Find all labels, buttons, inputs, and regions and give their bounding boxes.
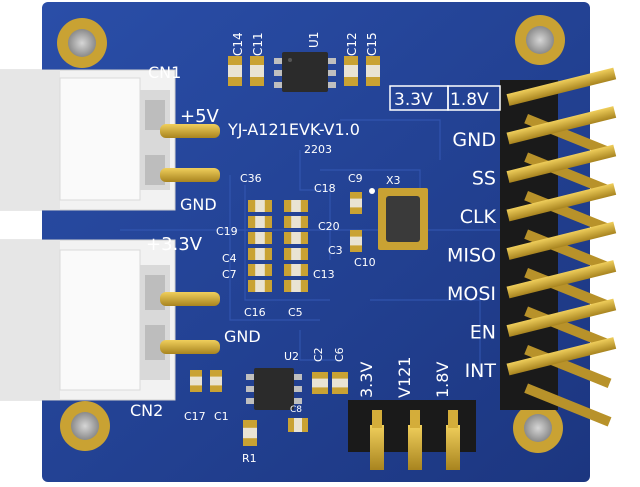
ref-c17: C17 (184, 410, 206, 423)
voltage-box-1v8: 1.8V (450, 90, 489, 110)
cn1-pin1: +5V (180, 106, 220, 127)
ref-c9: C9 (348, 172, 363, 185)
ref-c36: C36 (240, 172, 262, 185)
smd-capacitor (288, 418, 308, 432)
smd-capacitor (344, 56, 358, 86)
pcb-board (42, 2, 590, 482)
voltage-box-3v3: 3.3V (394, 90, 433, 110)
voltage-select-boxes: 3.3V 1.8V (389, 85, 501, 111)
header-pin-label: MOSI (447, 283, 496, 305)
header-pin-lower (524, 383, 612, 427)
copper-traces (120, 119, 520, 380)
silkscreen: YJ-A121EVK-V1.0 2203 CN1 +5V GND +3.3V G… (130, 32, 501, 465)
header-pin (506, 144, 617, 183)
header-pin-label: EN (470, 322, 496, 344)
smd-capacitor (248, 280, 272, 292)
smd-capacitor (248, 248, 272, 260)
header-pin-label: GND (452, 129, 496, 151)
ic-u2 (246, 368, 302, 410)
smd-capacitor (284, 248, 308, 260)
connector-cn2 (0, 239, 220, 401)
ref-c19: C19 (216, 225, 238, 238)
ref-c13: C13 (313, 268, 335, 281)
smd-capacitor (350, 230, 362, 252)
ref-c18: C18 (314, 182, 336, 195)
ref-c7: C7 (222, 268, 237, 281)
smd-capacitor (228, 56, 242, 86)
header-pin (506, 221, 617, 260)
smd-capacitor (350, 192, 362, 214)
ref-c8: C8 (290, 405, 302, 415)
header-pin-labels: GND SS CLK MISO MOSI EN INT (447, 129, 497, 382)
smd-capacitor (243, 420, 257, 446)
ref-c20: C20 (318, 220, 340, 233)
ref-c3: C3 (328, 244, 343, 257)
cn1-ref: CN1 (148, 63, 181, 82)
mounting-hole-tr (515, 15, 565, 65)
smd-capacitor (190, 370, 202, 392)
crystal-x3 (369, 188, 428, 250)
jumper-label-3v3: 3.3V (357, 362, 376, 398)
smd-capacitor (248, 264, 272, 276)
jumper-label-v121: V121 (395, 357, 414, 398)
ref-c5: C5 (288, 306, 303, 319)
header-pin-label: MISO (447, 245, 496, 267)
smd-capacitor (284, 264, 308, 276)
ref-c12: C12 (345, 32, 359, 56)
mounting-hole-bl (60, 401, 110, 451)
board-name: YJ-A121EVK-V1.0 (227, 120, 360, 139)
smd-capacitor (284, 200, 308, 212)
smd-capacitor (250, 56, 264, 86)
ref-x3: X3 (386, 174, 401, 187)
smd-capacitor (366, 56, 380, 86)
header-pin (506, 298, 617, 337)
header-pin (506, 260, 617, 299)
jumper-header-bottom (348, 400, 476, 470)
smd-capacitor (284, 216, 308, 228)
ref-c4: C4 (222, 252, 237, 265)
mounting-hole-br (513, 403, 563, 453)
board-date-code: 2203 (304, 143, 332, 156)
ref-c11: C11 (251, 32, 265, 56)
mounting-hole-tl (57, 18, 107, 68)
ref-r1: R1 (242, 452, 257, 465)
smd-capacitor (312, 372, 328, 394)
smd-capacitor (332, 372, 348, 394)
cn2-pin1: +3.3V (146, 234, 203, 255)
cn2-ref: CN2 (130, 401, 163, 420)
ref-c2: C2 (312, 347, 325, 362)
ref-u1: U1 (307, 32, 321, 48)
smd-capacitor (284, 232, 308, 244)
smd-capacitor (248, 232, 272, 244)
smd-capacitor (210, 370, 222, 392)
ref-c16: C16 (244, 306, 266, 319)
header-pin (506, 67, 617, 106)
header-pin (506, 183, 617, 222)
ref-u2: U2 (284, 350, 299, 363)
ref-c1: C1 (214, 410, 229, 423)
ref-c10: C10 (354, 256, 376, 269)
header-pin-label: SS (472, 168, 496, 190)
pin-header-right (500, 67, 617, 427)
header-pin-label: INT (465, 360, 497, 382)
ic-u1 (274, 52, 336, 92)
smd-capacitor (248, 216, 272, 228)
smd-capacitor (284, 280, 308, 292)
header-pin (506, 106, 617, 145)
ref-c6: C6 (333, 347, 346, 362)
cn2-pin2: GND (224, 327, 261, 346)
smd-capacitor (248, 200, 272, 212)
capacitor-array (190, 56, 380, 446)
header-pin (506, 337, 617, 376)
ref-c14: C14 (231, 32, 245, 56)
jumper-label-1v8: 1.8V (433, 362, 452, 398)
ref-c15: C15 (365, 32, 379, 56)
connector-cn1 (0, 69, 220, 211)
cn1-pin2: GND (180, 195, 217, 214)
header-pin-label: CLK (460, 206, 497, 228)
